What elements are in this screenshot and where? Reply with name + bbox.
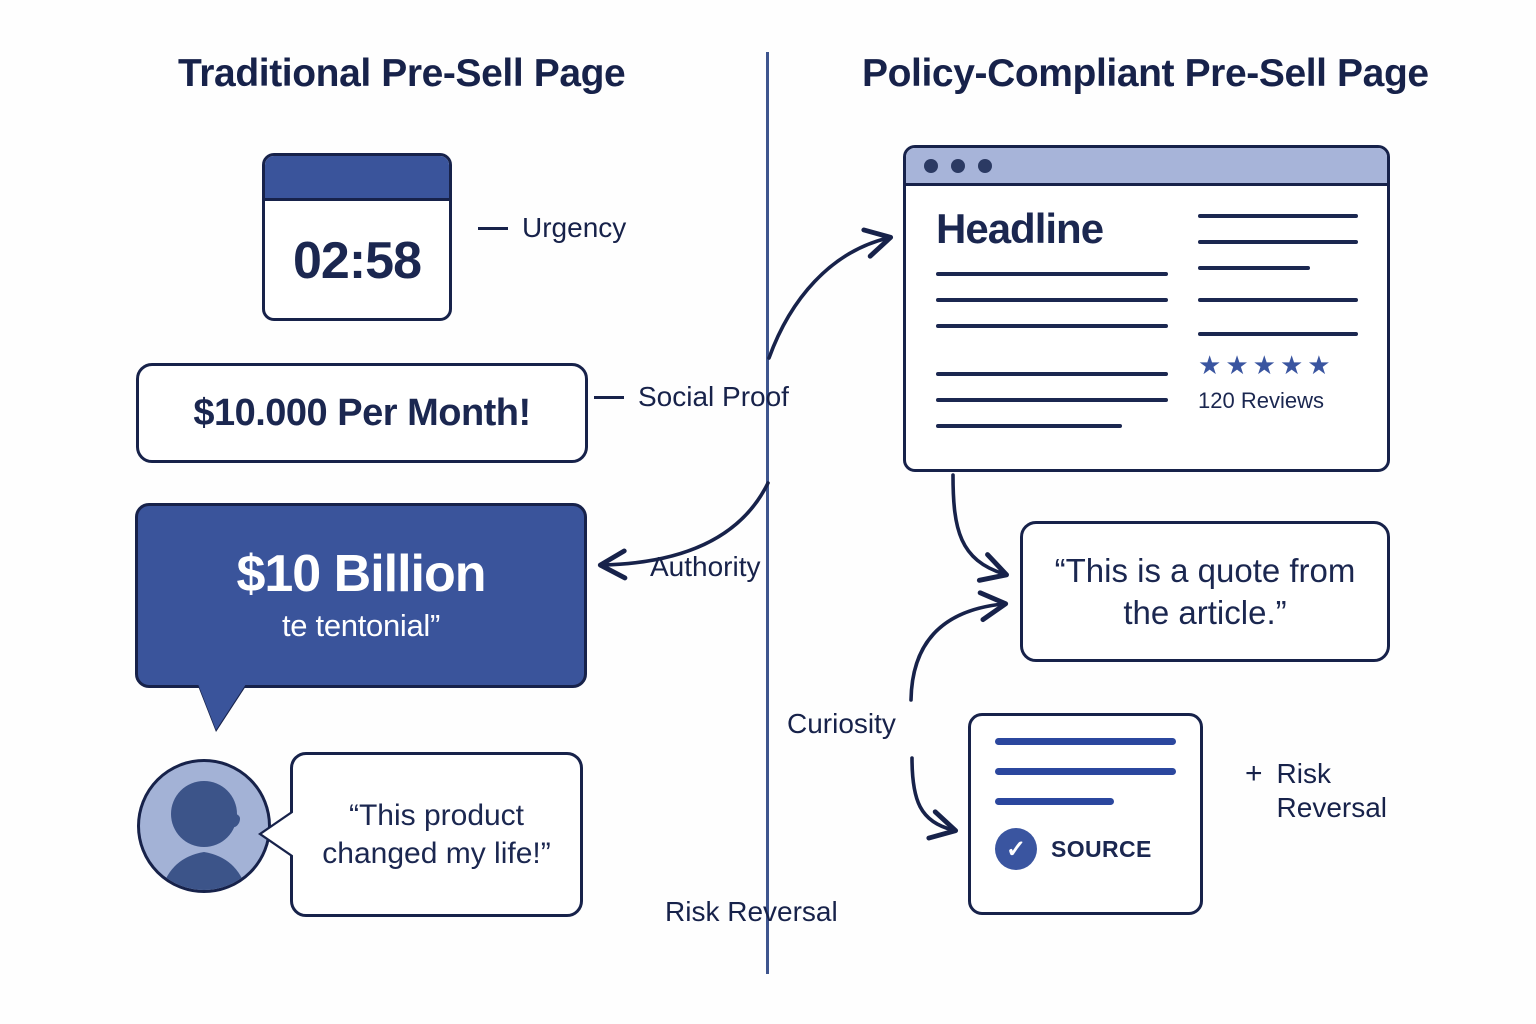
source-text-line bbox=[995, 738, 1176, 745]
arrow-curiosity-to-source bbox=[910, 756, 959, 841]
arrow-to-browser bbox=[767, 227, 894, 360]
label-authority: Authority bbox=[650, 551, 761, 582]
text-line bbox=[1198, 214, 1358, 218]
leader-dash-icon bbox=[594, 395, 624, 399]
sidebar-column: ★ ★ ★ ★ ★ 120 Reviews bbox=[1198, 208, 1358, 450]
text-line bbox=[936, 398, 1168, 402]
article-headline: Headline bbox=[936, 205, 1104, 252]
traffic-light-dot-icon[interactable] bbox=[978, 158, 992, 173]
text-line bbox=[1198, 298, 1358, 302]
text-line bbox=[936, 272, 1168, 276]
star-icon: ★ bbox=[1279, 350, 1304, 380]
text-line bbox=[936, 424, 1122, 428]
text-line bbox=[936, 372, 1168, 376]
leader-dash-icon bbox=[478, 226, 508, 230]
arrow-curiosity-to-quote bbox=[909, 590, 1009, 702]
browser-title-bar bbox=[906, 148, 1387, 186]
left-column-title: Traditional Pre-Sell Page bbox=[178, 52, 626, 95]
arrow-browser-to-quote bbox=[951, 473, 1010, 583]
label-urgency-text: Urgency bbox=[522, 212, 627, 243]
authority-bubble-subtext: te tentonial” bbox=[281, 607, 441, 643]
browser-content: Headline ★ ★ ★ ★ ★ bbox=[906, 186, 1387, 450]
timer-value: 02:58 bbox=[293, 232, 422, 290]
avatar bbox=[137, 759, 271, 893]
label-curiosity: Curiosity bbox=[787, 708, 896, 739]
source-card: ✓ SOURCE bbox=[968, 713, 1203, 915]
column-divider bbox=[766, 52, 769, 974]
text-line bbox=[1198, 240, 1358, 244]
label-social-proof: Social Proof bbox=[594, 381, 789, 413]
label-social-proof-text: Social Proof bbox=[638, 381, 789, 412]
star-icon: ★ bbox=[1225, 350, 1249, 380]
timer-header-bar bbox=[265, 156, 449, 201]
authority-bubble-tail bbox=[198, 684, 246, 730]
source-label: SOURCE bbox=[1051, 835, 1152, 862]
article-quote-card: “This is a quote from the article.” bbox=[1020, 521, 1390, 662]
star-icon: ★ bbox=[1252, 350, 1276, 380]
countdown-timer-card: 02:58 bbox=[262, 153, 452, 321]
plus-icon: + bbox=[1245, 757, 1263, 790]
source-text-line bbox=[995, 798, 1115, 805]
text-line bbox=[936, 324, 1168, 328]
star-icon: ★ bbox=[1198, 350, 1222, 380]
star-icon: ★ bbox=[1307, 350, 1331, 380]
authority-bubble-headline: $10 Billion bbox=[236, 545, 486, 604]
label-urgency: Urgency bbox=[478, 212, 626, 244]
source-badge-row: ✓ SOURCE bbox=[995, 828, 1176, 870]
testimonial-tail bbox=[262, 812, 294, 856]
text-line bbox=[936, 298, 1168, 302]
star-rating: ★ ★ ★ ★ ★ bbox=[1198, 352, 1358, 378]
text-line bbox=[1198, 266, 1310, 270]
right-column-title: Policy-Compliant Pre-Sell Page bbox=[862, 52, 1429, 95]
testimonial-card: “This product changed my life!” bbox=[290, 752, 583, 917]
article-column: Headline bbox=[936, 208, 1168, 450]
person-silhouette-icon bbox=[161, 781, 247, 890]
browser-window-mockup: Headline ★ ★ ★ ★ ★ bbox=[903, 145, 1390, 472]
text-line bbox=[1198, 332, 1358, 336]
source-text-line bbox=[995, 768, 1176, 775]
social-proof-card: $10.000 Per Month! bbox=[136, 363, 588, 463]
traffic-light-dot-icon[interactable] bbox=[924, 158, 938, 173]
label-risk-reversal-right: + Risk Reversal bbox=[1245, 757, 1387, 824]
label-risk-reversal-right-text: Risk Reversal bbox=[1276, 758, 1388, 823]
traffic-light-dot-icon[interactable] bbox=[951, 158, 965, 173]
label-risk-reversal-center: Risk Reversal bbox=[665, 896, 838, 927]
check-icon: ✓ bbox=[995, 828, 1037, 870]
reviews-count: 120 Reviews bbox=[1198, 388, 1324, 413]
authority-bubble-card: $10 Billion te tentonial” bbox=[135, 503, 587, 688]
